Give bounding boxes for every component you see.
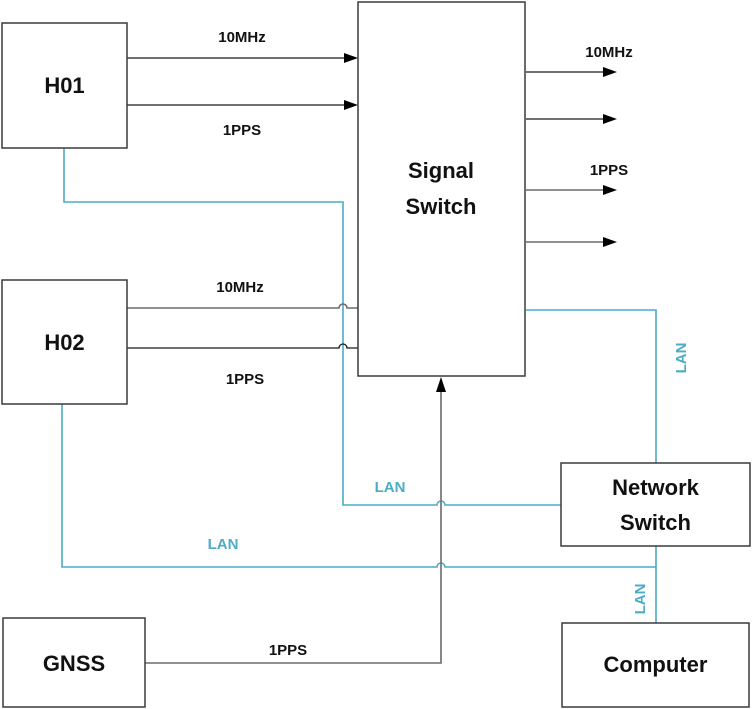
node-h01-label: H01	[44, 73, 84, 98]
lan-label-signal-switch: LAN	[673, 343, 690, 374]
node-computer-label: Computer	[604, 652, 708, 677]
edge-label-out-1pps: 1PPS	[590, 162, 628, 179]
lan-label-h02: LAN	[208, 536, 239, 553]
node-h02-label: H02	[44, 330, 84, 355]
node-signal-switch: Signal Switch	[357, 1, 526, 377]
node-network-switch: Network Switch	[560, 462, 751, 547]
arrowhead	[603, 237, 617, 247]
lan-wire-signal-switch	[526, 309, 657, 463]
node-h01: H01	[1, 22, 128, 149]
arrowhead	[603, 67, 617, 77]
edge-label-out-10mhz: 10MHz	[585, 44, 633, 61]
node-gnss-label: GNSS	[43, 651, 105, 676]
lan-wire-h01	[63, 148, 561, 506]
arrowhead	[344, 53, 358, 63]
signal-switch-label-line1: Signal	[408, 158, 474, 183]
node-gnss: GNSS	[2, 617, 146, 708]
node-computer: Computer	[561, 622, 750, 708]
wire-h02-10mhz	[127, 303, 358, 309]
edge-label-h02-1pps: 1PPS	[226, 371, 264, 388]
node-h02: H02	[1, 279, 128, 405]
edge-label-h02-10mhz: 10MHz	[216, 279, 264, 296]
edge-label-h01-10mhz: 10MHz	[218, 29, 266, 46]
network-switch-label-line2: Switch	[620, 510, 691, 535]
arrowhead	[603, 114, 617, 124]
edge-label-h01-1pps: 1PPS	[223, 122, 261, 139]
arrowhead	[344, 100, 358, 110]
signal-switch-label-line2: Switch	[406, 194, 477, 219]
wire-h02-1pps	[127, 343, 358, 349]
lan-label-computer: LAN	[632, 584, 649, 615]
edge-label-gnss-1pps: 1PPS	[269, 642, 307, 659]
arrowhead	[603, 185, 617, 195]
lan-label-h01: LAN	[375, 479, 406, 496]
network-switch-label-line1: Network	[612, 475, 700, 500]
arrowhead	[436, 377, 446, 392]
wire-gnss-1pps	[145, 390, 442, 664]
